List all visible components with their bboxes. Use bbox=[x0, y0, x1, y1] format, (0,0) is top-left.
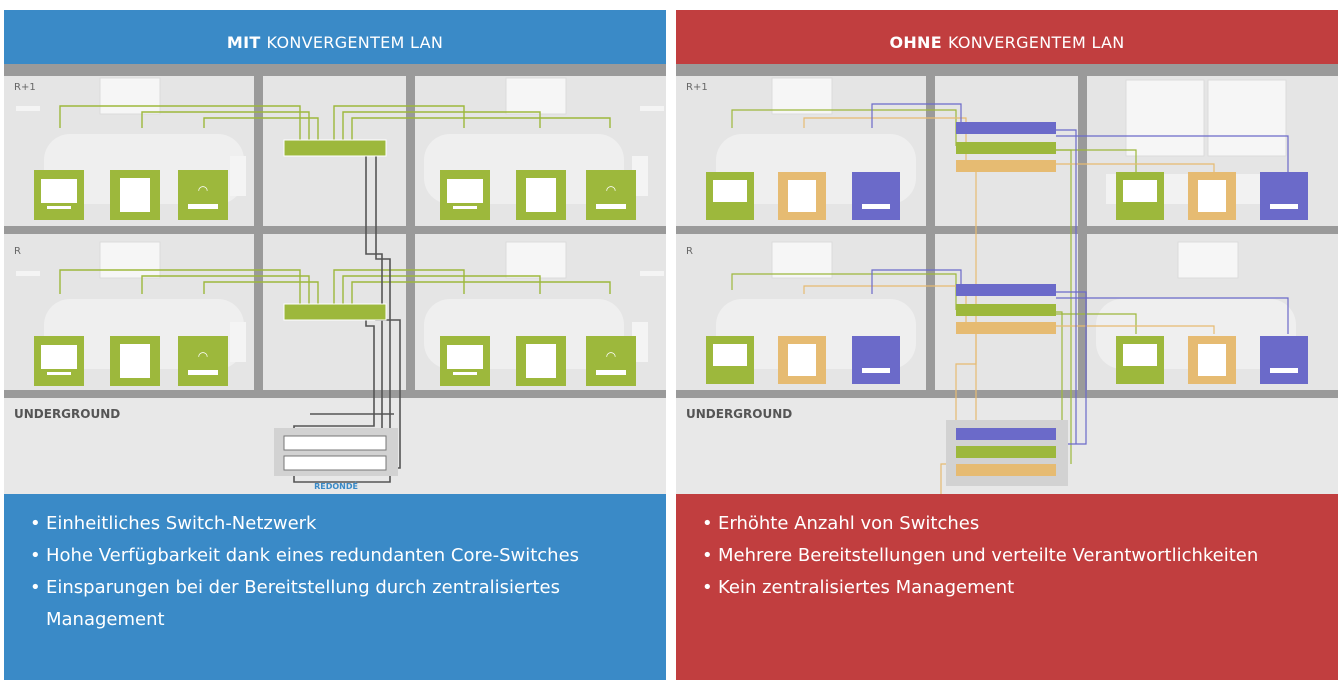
svg-text:◠: ◠ bbox=[198, 349, 208, 363]
monitor-icon bbox=[440, 170, 490, 220]
phone-icon bbox=[778, 336, 826, 384]
wifi-icon: ◠ bbox=[178, 336, 228, 386]
left-panel-with-converged-lan: MIT KONVERGENTEM LAN bbox=[4, 10, 666, 680]
phone-icon bbox=[110, 336, 160, 386]
right-header-bold: OHNE bbox=[889, 32, 942, 52]
right-floor-label-upper: R+1 bbox=[686, 82, 708, 93]
list-item: Kein zentralisiertes Management bbox=[702, 572, 1278, 604]
monitor-icon bbox=[440, 336, 490, 386]
bookshelf-icon bbox=[16, 106, 664, 362]
right-floor-label-lower: R bbox=[686, 246, 693, 257]
right-bullet-list: Erhöhte Anzahl von Switches Mehrere Bere… bbox=[676, 494, 1338, 604]
left-header: MIT KONVERGENTEM LAN bbox=[4, 10, 666, 74]
switch-icon bbox=[274, 428, 398, 476]
left-header-bold: MIT bbox=[226, 32, 261, 52]
phone-icon bbox=[1188, 336, 1236, 384]
svg-text:◠: ◠ bbox=[198, 183, 208, 197]
phone-icon bbox=[516, 336, 566, 386]
left-floor-label-lower: R bbox=[14, 246, 21, 257]
svg-text:◠: ◠ bbox=[606, 183, 616, 197]
list-item: Hohe Verfügbarkeit dank eines redundante… bbox=[30, 540, 606, 572]
right-underground-label: UNDERGROUND bbox=[686, 407, 792, 421]
phone-icon bbox=[1188, 172, 1236, 220]
wifi-icon bbox=[1260, 336, 1308, 384]
left-diagram-svg: R+1 R UNDERGROUND bbox=[4, 64, 666, 494]
window-icon bbox=[771, 77, 1287, 279]
left-floor-label-upper: R+1 bbox=[14, 82, 36, 93]
monitor-icon bbox=[34, 336, 84, 386]
monitor-icon bbox=[1116, 172, 1164, 220]
left-header-rest: KONVERGENTEM LAN bbox=[266, 32, 444, 52]
left-benefits-box: Einheitliches Switch-Netzwerk Hohe Verfü… bbox=[4, 494, 666, 680]
right-diagram-svg: R+1 R UNDERGROUND bbox=[676, 64, 1338, 504]
left-redundant-label: REDONDÉ bbox=[314, 480, 358, 491]
phone-icon bbox=[110, 170, 160, 220]
window-icon bbox=[99, 77, 567, 279]
wifi-icon bbox=[852, 336, 900, 384]
left-bullet-list: Einheitliches Switch-Netzwerk Hohe Verfü… bbox=[4, 494, 666, 636]
list-item: Mehrere Bereitstellungen und verteilte V… bbox=[702, 540, 1278, 572]
wifi-icon: ◠ bbox=[586, 336, 636, 386]
monitor-icon bbox=[34, 170, 84, 220]
phone-icon bbox=[516, 170, 566, 220]
phone-icon bbox=[778, 172, 826, 220]
wifi-icon: ◠ bbox=[178, 170, 228, 220]
monitor-icon bbox=[706, 336, 754, 384]
left-underground-label: UNDERGROUND bbox=[14, 407, 120, 421]
list-item: Einheitliches Switch-Netzwerk bbox=[30, 508, 606, 540]
switch-icon bbox=[956, 122, 1056, 334]
monitor-icon bbox=[706, 172, 754, 220]
wifi-icon bbox=[852, 172, 900, 220]
monitor-icon bbox=[1116, 336, 1164, 384]
wifi-icon: ◠ bbox=[586, 170, 636, 220]
right-drawbacks-box: Erhöhte Anzahl von Switches Mehrere Bere… bbox=[676, 494, 1338, 680]
svg-text:◠: ◠ bbox=[606, 349, 616, 363]
right-header-rest: KONVERGENTEM LAN bbox=[947, 32, 1125, 52]
right-header: OHNE KONVERGENTEM LAN bbox=[676, 10, 1338, 74]
wifi-icon bbox=[1260, 172, 1308, 220]
right-panel-without-converged-lan: OHNE KONVERGENTEM LAN bbox=[676, 10, 1338, 680]
switch-icon bbox=[946, 420, 1068, 486]
list-item: Einsparungen bei der Bereitstellung durc… bbox=[30, 572, 606, 636]
list-item: Erhöhte Anzahl von Switches bbox=[702, 508, 1278, 540]
switch-icon bbox=[283, 139, 387, 321]
left-building-diagram: R+1 R UNDERGROUND bbox=[4, 64, 666, 494]
right-building-diagram: R+1 R UNDERGROUND bbox=[676, 64, 1338, 504]
